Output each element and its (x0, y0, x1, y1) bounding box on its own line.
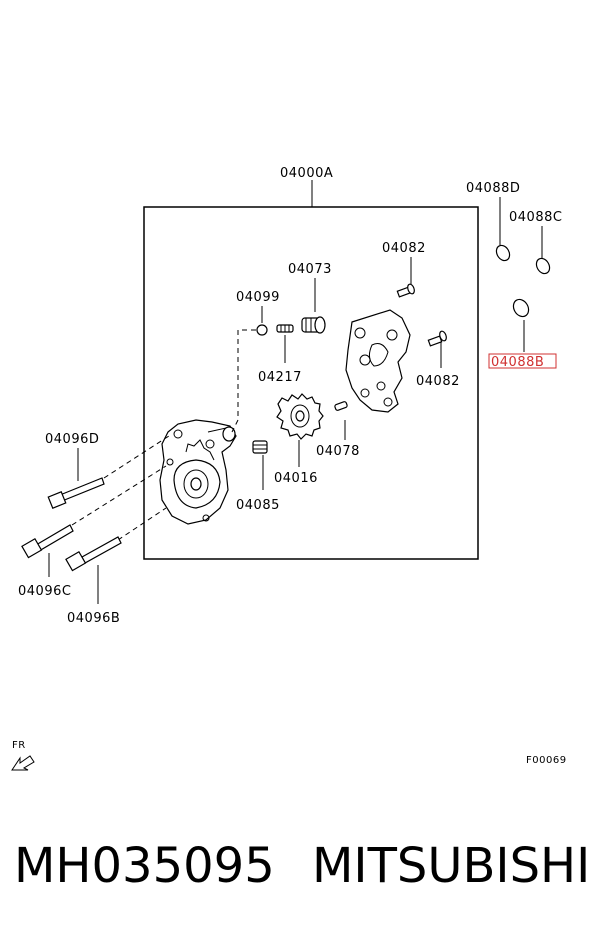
label-04082-top[interactable]: 04082 (382, 241, 426, 256)
oring-04088C-icon[interactable] (534, 256, 552, 276)
footer: MH035095 MITSUBISHI (0, 820, 600, 920)
label-04088C[interactable]: 04088C (509, 210, 562, 225)
label-04016[interactable]: 04016 (274, 471, 318, 486)
pump-cover-plate-icon[interactable] (345, 309, 411, 413)
oring-04088B-icon[interactable] (510, 297, 531, 320)
bolt-04096B-icon[interactable] (65, 536, 122, 572)
gear-04016-icon[interactable] (276, 393, 324, 440)
screw-04082-right-icon[interactable] (427, 330, 447, 347)
bolt-04096C-icon[interactable] (21, 524, 74, 559)
dowel-04078-icon[interactable] (334, 401, 348, 411)
oring-04088D-icon[interactable] (494, 243, 512, 263)
label-04099[interactable]: 04099 (236, 290, 280, 305)
label-04073[interactable]: 04073 (288, 262, 332, 277)
screw-04082-top-icon[interactable] (396, 283, 415, 298)
label-04088B[interactable]: 04088B (491, 355, 544, 370)
valve-04085-icon[interactable] (252, 440, 268, 454)
pin-04217-icon[interactable] (276, 324, 294, 333)
label-04000A[interactable]: 04000A (280, 166, 333, 181)
assembly-frame (143, 206, 479, 560)
label-04085[interactable]: 04085 (236, 498, 280, 513)
label-04096B[interactable]: 04096B (67, 611, 120, 626)
brand-name: MITSUBISHI (312, 838, 591, 894)
label-04096D[interactable]: 04096D (45, 432, 99, 447)
figure-code: F00069 (526, 755, 567, 766)
part-number: MH035095 (14, 838, 275, 894)
fitting-04073-icon[interactable] (301, 316, 326, 334)
direction-arrow-icon (11, 755, 35, 771)
label-04078[interactable]: 04078 (316, 444, 360, 459)
parts-diagram: 04000A 04088D 04088C 04088B 04082 04082 … (11, 166, 567, 771)
highlight-box-04088B (488, 353, 557, 369)
label-fr: FR (12, 740, 26, 751)
bolt-04096D-icon[interactable] (47, 477, 105, 509)
label-04096C[interactable]: 04096C (18, 584, 71, 599)
label-04088D[interactable]: 04088D (466, 181, 520, 196)
label-04082-right[interactable]: 04082 (416, 374, 460, 389)
pump-housing-icon[interactable] (159, 419, 237, 525)
plug-04099-icon[interactable] (256, 324, 268, 336)
label-04217[interactable]: 04217 (258, 370, 302, 385)
